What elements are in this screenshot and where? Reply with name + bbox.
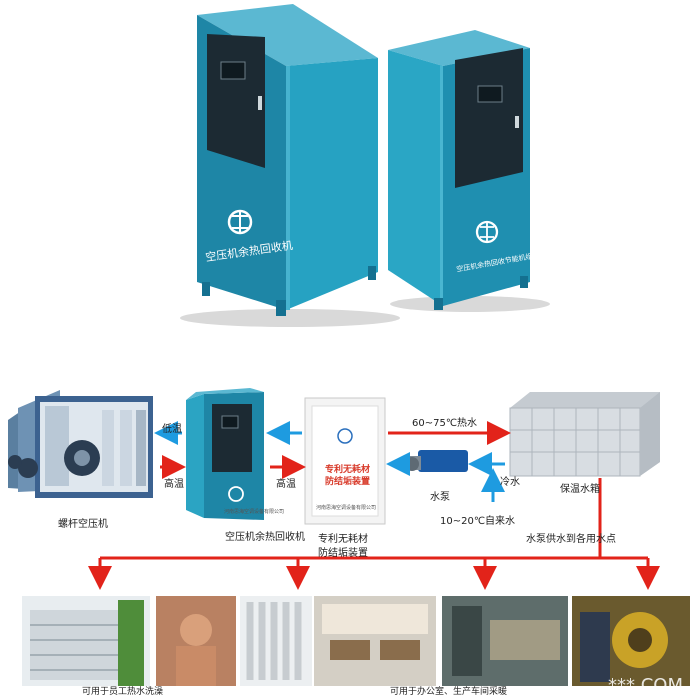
anti-scale-device-image (304, 397, 386, 525)
anti-scale-box-sub: 河南思海空调设备有限公司 (316, 505, 377, 511)
use-left-caption: 可用于员工热水洗澡 (82, 687, 164, 697)
screw-compressor-image (8, 390, 153, 498)
high-temp-right-label: 高温 (276, 479, 296, 490)
cold-water-label: 冷水 (500, 477, 520, 488)
storage-tank-image (509, 392, 660, 477)
right-cabinet (388, 30, 530, 310)
hero-cabinets (180, 4, 550, 327)
recovery-unit-image (186, 388, 264, 520)
process-diagram (8, 388, 690, 686)
tap-water-label: 10~20℃自来水 (440, 516, 516, 527)
pump-label: 水泵 (430, 492, 450, 503)
low-temp-label: 低温 (162, 424, 182, 435)
water-pump-image (405, 450, 468, 472)
supply-label: 水泵供水到各用水点 (526, 534, 616, 545)
hot-water-label: 60~75℃热水 (412, 418, 478, 429)
watermark: ***.COM (608, 675, 683, 696)
use-right-caption: 可用于办公室、生产车间采暖 (390, 687, 508, 697)
recovery-unit-sub: 河南思海空调设备有限公司 (224, 509, 285, 515)
high-temp-left-label: 高温 (164, 479, 184, 490)
compressor-label: 螺杆空压机 (58, 519, 108, 530)
anti-scale-label-1: 专利无耗材 (318, 534, 368, 545)
anti-scale-box-text-2: 防结垢装置 (325, 477, 371, 487)
anti-scale-label-2: 防结垢装置 (318, 548, 368, 559)
tank-label: 保温水箱 (560, 484, 600, 495)
left-cabinet (197, 4, 378, 316)
anti-scale-box-text-1: 专利无耗材 (325, 465, 371, 475)
recovery-unit-label: 空压机余热回收机 (225, 532, 305, 543)
